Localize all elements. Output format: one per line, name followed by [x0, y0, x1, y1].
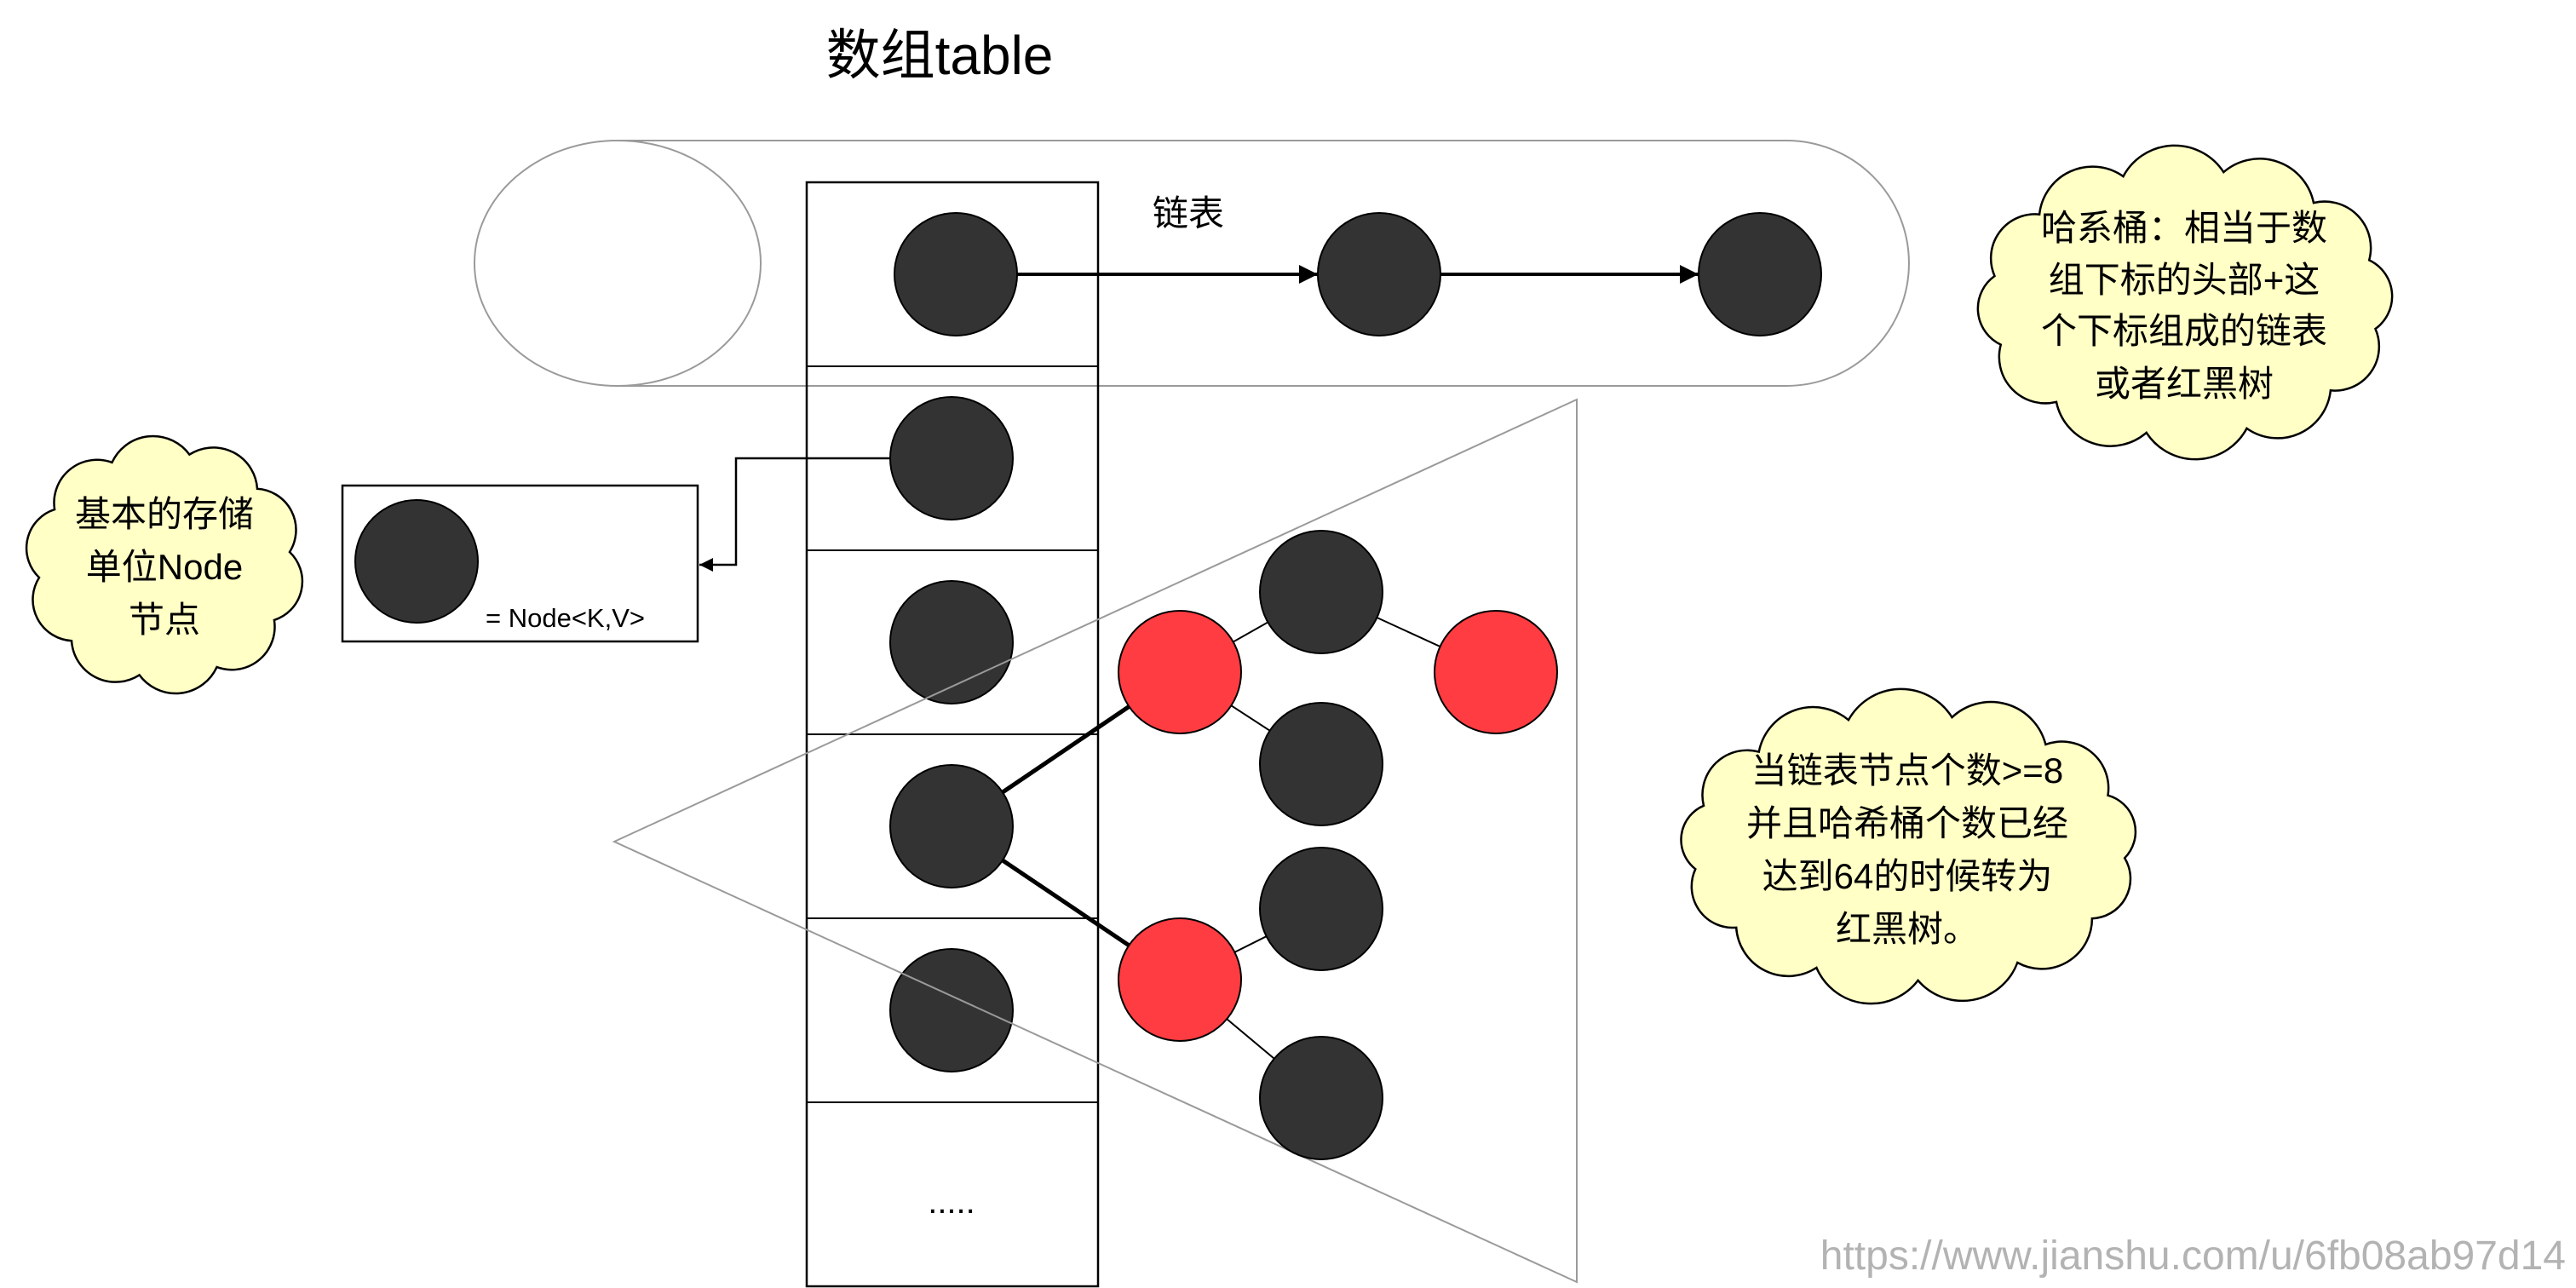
array-node-3	[889, 764, 1014, 888]
cloud-shape	[1976, 144, 2394, 461]
red-black-tree	[1118, 530, 1558, 1160]
tree-node-black	[1259, 1036, 1383, 1160]
diagram-title: 数组table	[826, 25, 1054, 86]
tree-edges	[1001, 591, 1497, 1099]
watermark: https://www.jianshu.com/u/6fb08ab97d14	[1820, 1233, 2566, 1279]
array-node-4	[889, 948, 1014, 1072]
linked-list-label: 链表	[1153, 193, 1224, 233]
array-ellipsis: .....	[928, 1183, 975, 1221]
cloud-storage-unit-text: 单位Node	[86, 547, 243, 587]
cloud-hash-bucket-text: 个下标组成的链表	[2041, 311, 2327, 351]
node-legend-box: = Node<K,V>	[341, 484, 699, 643]
cloud-treeify-condition: 当链表节点个数>=8 并且哈希桶个数已经 达到64的时候转为 红黑树。	[1680, 687, 2137, 1005]
cylinder-end-ellipse	[474, 140, 762, 387]
cloud-shape	[1680, 687, 2137, 1005]
cloud-treeify-condition-text: 达到64的时候转为	[1762, 856, 2053, 896]
tree-node-red	[1118, 610, 1242, 734]
array-node-1	[889, 396, 1014, 520]
tree-node-red	[1434, 610, 1558, 734]
node-reference-arrow	[699, 457, 890, 572]
tree-node-black	[1259, 847, 1383, 971]
cloud-storage-unit-text: 节点	[129, 600, 200, 640]
cloud-hash-bucket-text: 组下标的头部+这	[2049, 260, 2320, 300]
node-legend-label: = Node<K,V>	[486, 603, 645, 633]
cloud-storage-unit-text: 基本的存储	[75, 494, 254, 534]
node-legend-circle	[354, 499, 479, 624]
cloud-hash-bucket-text: 或者红黑树	[2095, 364, 2274, 404]
cloud-shape	[25, 434, 304, 695]
array-node-0	[894, 212, 1018, 336]
node-legend-frame	[341, 484, 699, 643]
linked-list-node	[1698, 212, 1822, 336]
linked-list-node	[1317, 212, 1441, 336]
table-array: .....	[805, 181, 1100, 1288]
cloud-hash-bucket: 哈系桶：相当于数 组下标的头部+这 个下标组成的链表 或者红黑树	[1976, 144, 2394, 461]
tree-node-black	[1259, 702, 1383, 826]
red-black-tree-triangle	[612, 398, 1578, 1284]
cloud-treeify-condition-text: 当链表节点个数>=8	[1751, 750, 2063, 791]
cloud-treeify-condition-text: 并且哈希桶个数已经	[1746, 803, 2068, 843]
cloud-storage-unit: 基本的存储 单位Node 节点	[25, 434, 304, 695]
cloud-treeify-condition-text: 红黑树。	[1836, 909, 1979, 949]
hash-bucket-cylinder	[618, 140, 1910, 387]
tree-node-black	[1259, 530, 1383, 654]
array-node-2	[889, 580, 1014, 704]
tree-node-red	[1118, 917, 1242, 1042]
cloud-hash-bucket-text: 哈系桶：相当于数	[2041, 208, 2327, 248]
